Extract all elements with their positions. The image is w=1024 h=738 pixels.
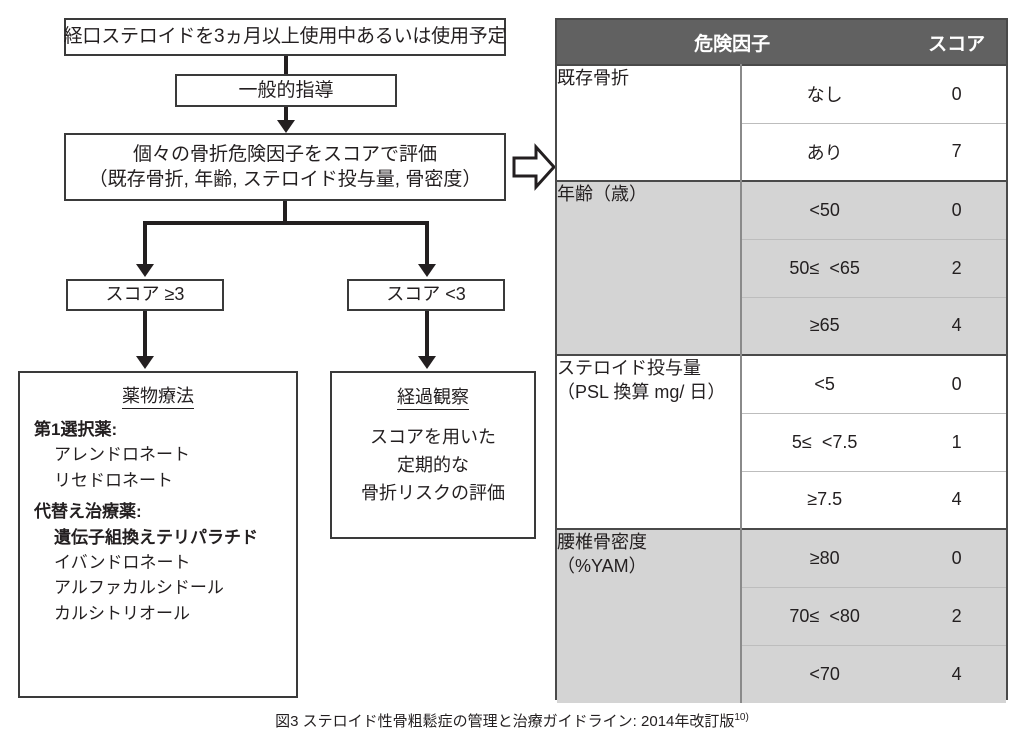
table-cell-score: 2 xyxy=(907,586,1006,645)
table-header-score: スコア xyxy=(907,20,1006,65)
drug-therapy-title: 薬物療法 xyxy=(20,385,296,409)
observation-line: スコアを用いた xyxy=(370,426,496,447)
table-cell-criterion: 5≤ <7.5 xyxy=(741,412,908,471)
block-arrow-to-table-icon xyxy=(512,143,557,191)
table-cell-score: 1 xyxy=(907,412,1006,471)
drug-alternative-item: イバンドロネート xyxy=(54,552,191,572)
figure-caption-text: 図3 ステロイド性骨粗鬆症の管理と治療ガイドライン: 2014年改訂版 xyxy=(275,713,735,730)
connector-score-high-to-drug xyxy=(143,311,147,358)
flow-box-observation: 経過観察 スコアを用いた 定期的な 骨折リスクの評価 xyxy=(330,371,536,539)
table-cell-criterion: ≥80 xyxy=(741,528,908,587)
table-cell-score: 0 xyxy=(907,528,1006,587)
observation-line: 骨折リスクの評価 xyxy=(361,482,505,503)
table-cell-score: 4 xyxy=(907,644,1006,703)
table-cell-score: 0 xyxy=(907,180,1006,239)
flow-box-score-low: スコア <3 xyxy=(347,279,505,311)
flow-box-score-high: スコア ≥3 xyxy=(66,279,224,311)
connector-oral-to-general xyxy=(284,56,288,74)
table-row: <70 4 xyxy=(557,644,1006,703)
flow-box-general-guidance-label: 一般的指導 xyxy=(238,79,334,101)
drug-first-choice-label: 第1選択薬: xyxy=(34,419,118,439)
table-cell-criterion: ≥65 xyxy=(741,296,908,355)
table-cell-score: 2 xyxy=(907,238,1006,297)
table-row: 70≤ <80 2 xyxy=(557,586,1006,645)
arrowhead-to-evaluate xyxy=(277,120,295,133)
factor-line: 腰椎骨密度 xyxy=(557,532,647,552)
connector-branch-horizontal xyxy=(143,221,429,225)
table-row: ≥7.5 4 xyxy=(557,470,1006,529)
flow-box-evaluate-line2: （既存骨折, 年齢, ステロイド投与量, 骨密度） xyxy=(88,169,482,190)
arrowhead-to-drug-therapy xyxy=(136,356,154,369)
arrowhead-to-score-high xyxy=(136,264,154,277)
table-row: あり 7 xyxy=(557,122,1006,181)
observation-line: 定期的な xyxy=(397,454,469,475)
flow-box-general-guidance: 一般的指導 xyxy=(175,74,397,107)
table-cell-criterion: あり xyxy=(741,122,908,181)
table-cell-criterion: <50 xyxy=(741,180,908,239)
table-cell-score: 4 xyxy=(907,470,1006,529)
connector-general-to-evaluate xyxy=(284,107,288,123)
connector-branch-right xyxy=(425,221,429,266)
factor-line: 年齢（歳） xyxy=(557,184,647,204)
table-cell-criterion: 70≤ <80 xyxy=(741,586,908,645)
figure-caption: 図3 ステロイド性骨粗鬆症の管理と治療ガイドライン: 2014年改訂版10) xyxy=(0,710,1024,731)
table-cell-score: 0 xyxy=(907,354,1006,413)
drug-alternative-item: アルファカルシドール xyxy=(54,578,224,598)
connector-branch-left xyxy=(143,221,147,266)
drug-alternative-item: カルシトリオール xyxy=(54,603,190,623)
table-cell-factor: ステロイド投与量 （PSL 換算 mg/ 日） xyxy=(557,354,743,529)
flow-box-evaluate-line1: 個々の骨折危険因子をスコアで評価 xyxy=(132,143,437,165)
table-row: ステロイド投与量 （PSL 換算 mg/ 日） <5 0 xyxy=(557,354,1006,529)
table-cell-criterion: <70 xyxy=(741,644,908,703)
observation-title: 経過観察 xyxy=(332,386,534,410)
flow-box-evaluate-risk-factors: 個々の骨折危険因子をスコアで評価 （既存骨折, 年齢, ステロイド投与量, 骨密… xyxy=(64,133,506,201)
arrowhead-to-observation xyxy=(418,356,436,369)
table-row: 5≤ <7.5 1 xyxy=(557,412,1006,471)
connector-score-low-to-observation xyxy=(425,311,429,358)
table-cell-score: 0 xyxy=(907,64,1006,123)
connector-evaluate-stem xyxy=(283,201,287,223)
table-row: 既存骨折 なし 0 xyxy=(557,64,1006,181)
drug-alternative-item: 遺伝子組換えテリパラチド xyxy=(54,527,258,547)
flow-box-score-high-label: スコア ≥3 xyxy=(105,284,185,305)
table-cell-score: 7 xyxy=(907,122,1006,181)
table-row: 50≤ <65 2 xyxy=(557,238,1006,297)
drug-first-choice-item: アレンドロネート xyxy=(54,445,190,465)
factor-line: （PSL 換算 mg/ 日） xyxy=(557,382,726,403)
table-cell-factor: 既存骨折 xyxy=(557,64,743,181)
factor-line: （%YAM） xyxy=(557,556,647,577)
factor-line: 既存骨折 xyxy=(557,68,629,88)
flow-box-score-low-label: スコア <3 xyxy=(386,284,466,305)
table-header-row: 危険因子 スコア xyxy=(557,20,1006,65)
risk-factor-score-table: 危険因子 スコア 既存骨折 なし 0 あり 7 xyxy=(555,18,1008,703)
table-cell-criterion: ≥7.5 xyxy=(741,470,908,529)
flow-box-oral-steroid-label: 経口ステロイドを3ヵ月以上使用中あるいは使用予定 xyxy=(63,26,507,48)
table-row: 腰椎骨密度 （%YAM） ≥80 0 xyxy=(557,528,1006,703)
table-cell-criterion: なし xyxy=(741,64,908,123)
table-header-factor: 危険因子 xyxy=(557,20,908,65)
table-cell-factor: 年齢（歳） xyxy=(557,180,743,355)
table-cell-factor: 腰椎骨密度 （%YAM） xyxy=(557,528,743,703)
table-cell-criterion: <5 xyxy=(741,354,908,413)
drug-alternative-label: 代替え治療薬: xyxy=(34,502,142,522)
table-row: ≥65 4 xyxy=(557,296,1006,355)
flow-box-oral-steroid: 経口ステロイドを3ヵ月以上使用中あるいは使用予定 xyxy=(63,18,507,56)
table-cell-score: 4 xyxy=(907,296,1006,355)
table-row: 年齢（歳） <50 0 xyxy=(557,180,1006,355)
arrowhead-to-score-low xyxy=(418,264,436,277)
drug-first-choice-item: リセドロネート xyxy=(54,470,173,490)
figure-caption-reference: 10) xyxy=(734,712,749,723)
factor-line: ステロイド投与量 xyxy=(557,358,701,378)
table-cell-criterion: 50≤ <65 xyxy=(741,238,908,297)
flow-box-drug-therapy: 薬物療法 第1選択薬: アレンドロネート リセドロネート 代替え治療薬: 遺伝子… xyxy=(18,371,298,698)
